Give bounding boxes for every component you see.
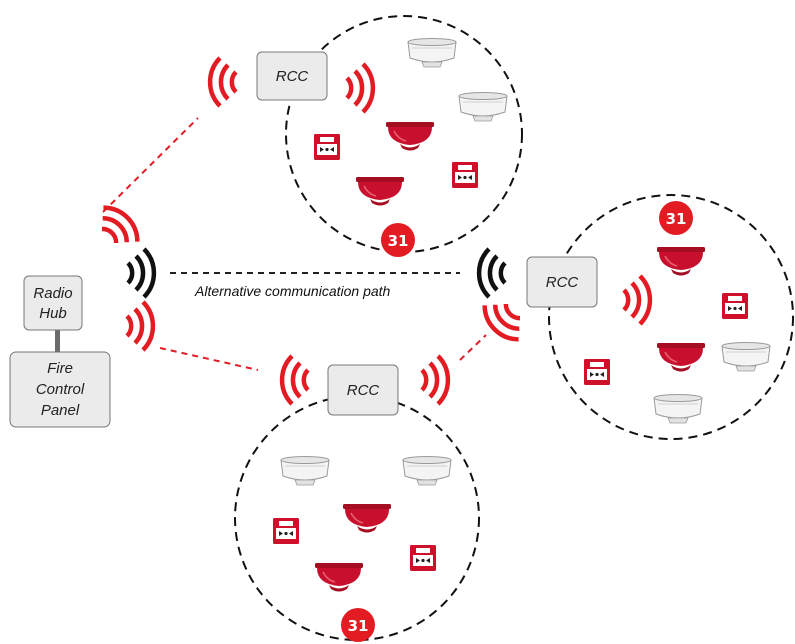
smoke-detector-icon (458, 92, 508, 122)
alternative-path-label: Alternative communication path (194, 283, 391, 299)
rcc-bottom-signal-to-hub-icon (282, 356, 308, 404)
hub-signal-to-bottom-icon (127, 302, 153, 350)
rcc-top-signal-to-devices-icon (347, 64, 373, 112)
sounder-icon (656, 342, 706, 373)
smoke-detector-icon (407, 38, 457, 68)
manual-call-point-icon (314, 134, 340, 160)
rcc-right-signal-to-bottom-icon (478, 294, 530, 346)
link-hub-to-rcc-top (102, 117, 199, 213)
fire-control-panel-label-line1: Fire (47, 360, 73, 377)
rcc-bottom-node: RCC (327, 364, 399, 416)
manual-call-point-icon (584, 359, 610, 385)
sounder-icon (355, 176, 405, 207)
rcc-top-signal-to-hub-icon (210, 58, 236, 106)
manual-call-point-icon (722, 293, 748, 319)
rcc-top-node: RCC (256, 51, 328, 101)
sounder-icon (656, 246, 706, 277)
hub-signal-to-top-icon (92, 201, 144, 253)
radio-hub-label-line1: Radio (33, 285, 72, 302)
zone-right-count: 31 (666, 210, 687, 228)
fire-control-panel-label-line2: Control (36, 381, 85, 398)
zone-right-count-badge: 31 (659, 201, 693, 235)
rcc-right-signal-to-devices-icon (624, 276, 650, 324)
manual-call-point-icon (273, 518, 299, 544)
link-rcc-bottom-to-rcc-right (459, 334, 487, 361)
rcc-bottom-signal-to-right-icon (422, 356, 448, 404)
smoke-detector-icon (280, 456, 330, 486)
rcc-right-node: RCC (526, 256, 598, 308)
hub-panel-connector (55, 330, 60, 352)
rcc-top-label: RCC (276, 68, 309, 85)
zone-bottom-count-badge: 31 (341, 608, 375, 642)
sounder-icon (314, 562, 364, 593)
fire-control-panel-label-line3: Panel (41, 402, 80, 419)
sounder-icon (342, 503, 392, 534)
zone-top-count-badge: 31 (381, 223, 415, 257)
zone-right-boundary (548, 194, 794, 440)
link-hub-to-rcc-bottom (159, 347, 259, 371)
rcc-bottom-label: RCC (347, 382, 380, 399)
radio-hub-node: Radio Hub (23, 275, 83, 331)
zone-top-count: 31 (388, 232, 409, 250)
zone-bottom-count: 31 (348, 617, 369, 635)
manual-call-point-icon (410, 545, 436, 571)
radio-hub-label-line2: Hub (39, 305, 67, 322)
smoke-detector-icon (721, 342, 771, 372)
manual-call-point-icon (452, 162, 478, 188)
hub-signal-alternative-icon (128, 249, 154, 297)
smoke-detector-icon (653, 394, 703, 424)
rcc-right-label: RCC (546, 274, 579, 291)
fire-control-panel-node: Fire Control Panel (9, 351, 111, 428)
sounder-icon (385, 121, 435, 152)
smoke-detector-icon (402, 456, 452, 486)
rcc-right-signal-alternative-icon (479, 249, 505, 297)
